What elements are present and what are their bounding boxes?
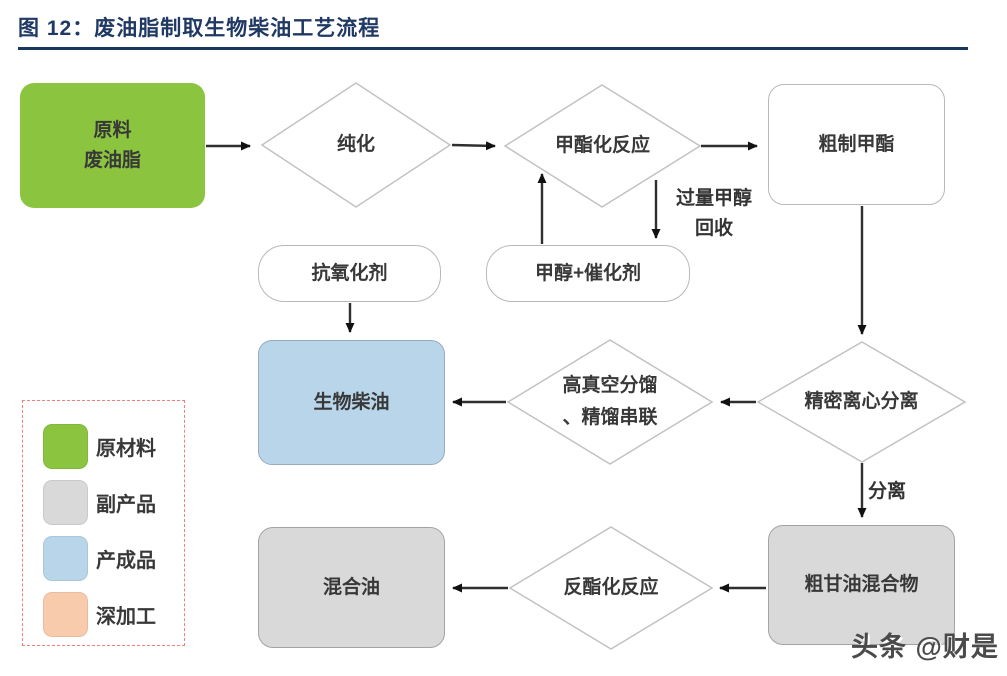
node-esterification-label: 甲酯化反应 [554,134,650,156]
legend-label-deep-processing: 深加工 [96,606,156,628]
edge-purify-to-esterification [451,141,496,151]
node-antioxidant: 抗氧化剂 [258,245,441,302]
node-reverse-esterification-label: 反酯化反应 [563,576,659,598]
node-methanol-catalyst: 甲醇+催化剂 [486,245,690,302]
edge-label-separation: 分离 [868,481,907,502]
legend-swatch-deep-processing [43,592,88,637]
figure-title: 图 12：废油脂制取生物柴油工艺流程 [18,17,381,40]
legend-label-raw-material: 原材料 [96,438,156,460]
legend-swatch-finished-product [43,536,88,581]
edge-label-excess-methanol-recovery: 过量甲醇 回收 [675,188,752,240]
node-high-vacuum-label: 高真空分馏 、精馏串联 [562,374,658,428]
watermark: 头条 @财是 [851,632,999,662]
centrifugal-diamond [756,341,967,463]
node-biodiesel: 生物柴油 [258,340,445,465]
legend: 原材料 副产品 产成品 深加工 [22,400,185,646]
title-underline [18,47,968,50]
purify-diamond [260,82,452,208]
legend-swatch-byproduct [43,480,88,525]
legend-swatch-raw-material [43,424,88,469]
esterification-diamond [503,84,702,208]
node-centrifugal-label: 精密离心分离 [804,390,919,412]
node-purify-label: 纯化 [336,133,375,155]
node-crude-glycerol: 粗甘油混合物 [768,525,955,645]
node-crude-methyl-ester: 粗制甲酯 [768,84,945,205]
legend-label-finished-product: 产成品 [96,550,156,572]
node-mixed-oil: 混合油 [258,527,445,648]
reverse-esterification-diamond [508,526,714,650]
node-raw-material: 原料 废油脂 [20,83,205,208]
legend-label-byproduct: 副产品 [96,494,156,516]
high-vacuum-diamond [506,339,714,465]
